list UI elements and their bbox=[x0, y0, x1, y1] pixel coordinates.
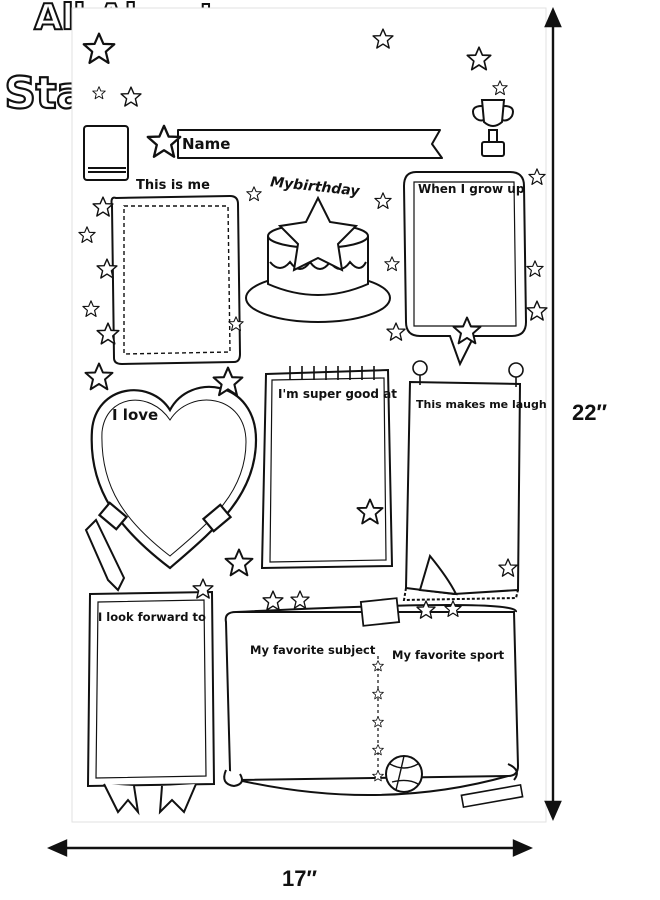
pencil-icon bbox=[84, 518, 126, 592]
super-good-at-label: I'm super good at bbox=[278, 387, 398, 401]
name-banner bbox=[177, 129, 443, 159]
birthday-cake-icon bbox=[245, 195, 391, 323]
makes-me-laugh-label: This makes me laugh bbox=[416, 398, 547, 411]
height-dimension-arrow bbox=[544, 7, 562, 821]
this-is-me-frame bbox=[110, 194, 242, 366]
i-love-label: I love bbox=[112, 406, 159, 424]
super-good-notepad bbox=[260, 366, 394, 570]
width-dimension-label: 17″ bbox=[282, 866, 318, 891]
sticky-pad-icon bbox=[359, 597, 401, 627]
width-dimension-arrow bbox=[47, 839, 533, 857]
favorites-scroll bbox=[223, 604, 520, 797]
when-i-grow-up-bubble bbox=[402, 171, 528, 367]
when-i-grow-up-label: When I grow up bbox=[418, 182, 525, 196]
look-forward-label: I look forward to bbox=[98, 610, 206, 624]
pushpin-icons bbox=[412, 360, 524, 387]
i-love-heart bbox=[90, 385, 258, 570]
this-is-me-label: This is me bbox=[136, 178, 210, 193]
favorite-sport-label: My favorite sport bbox=[392, 648, 505, 662]
laugh-note bbox=[402, 380, 522, 602]
favorite-subject-label: My favorite subject bbox=[250, 643, 376, 657]
volleyball-icon bbox=[385, 755, 423, 793]
height-dimension-label: 22″ bbox=[572, 400, 608, 425]
name-label: Name bbox=[182, 135, 231, 153]
book-icon bbox=[83, 125, 129, 181]
trophy-icon bbox=[472, 99, 514, 157]
look-forward-frame bbox=[86, 590, 216, 816]
ruler-icon bbox=[460, 783, 524, 809]
